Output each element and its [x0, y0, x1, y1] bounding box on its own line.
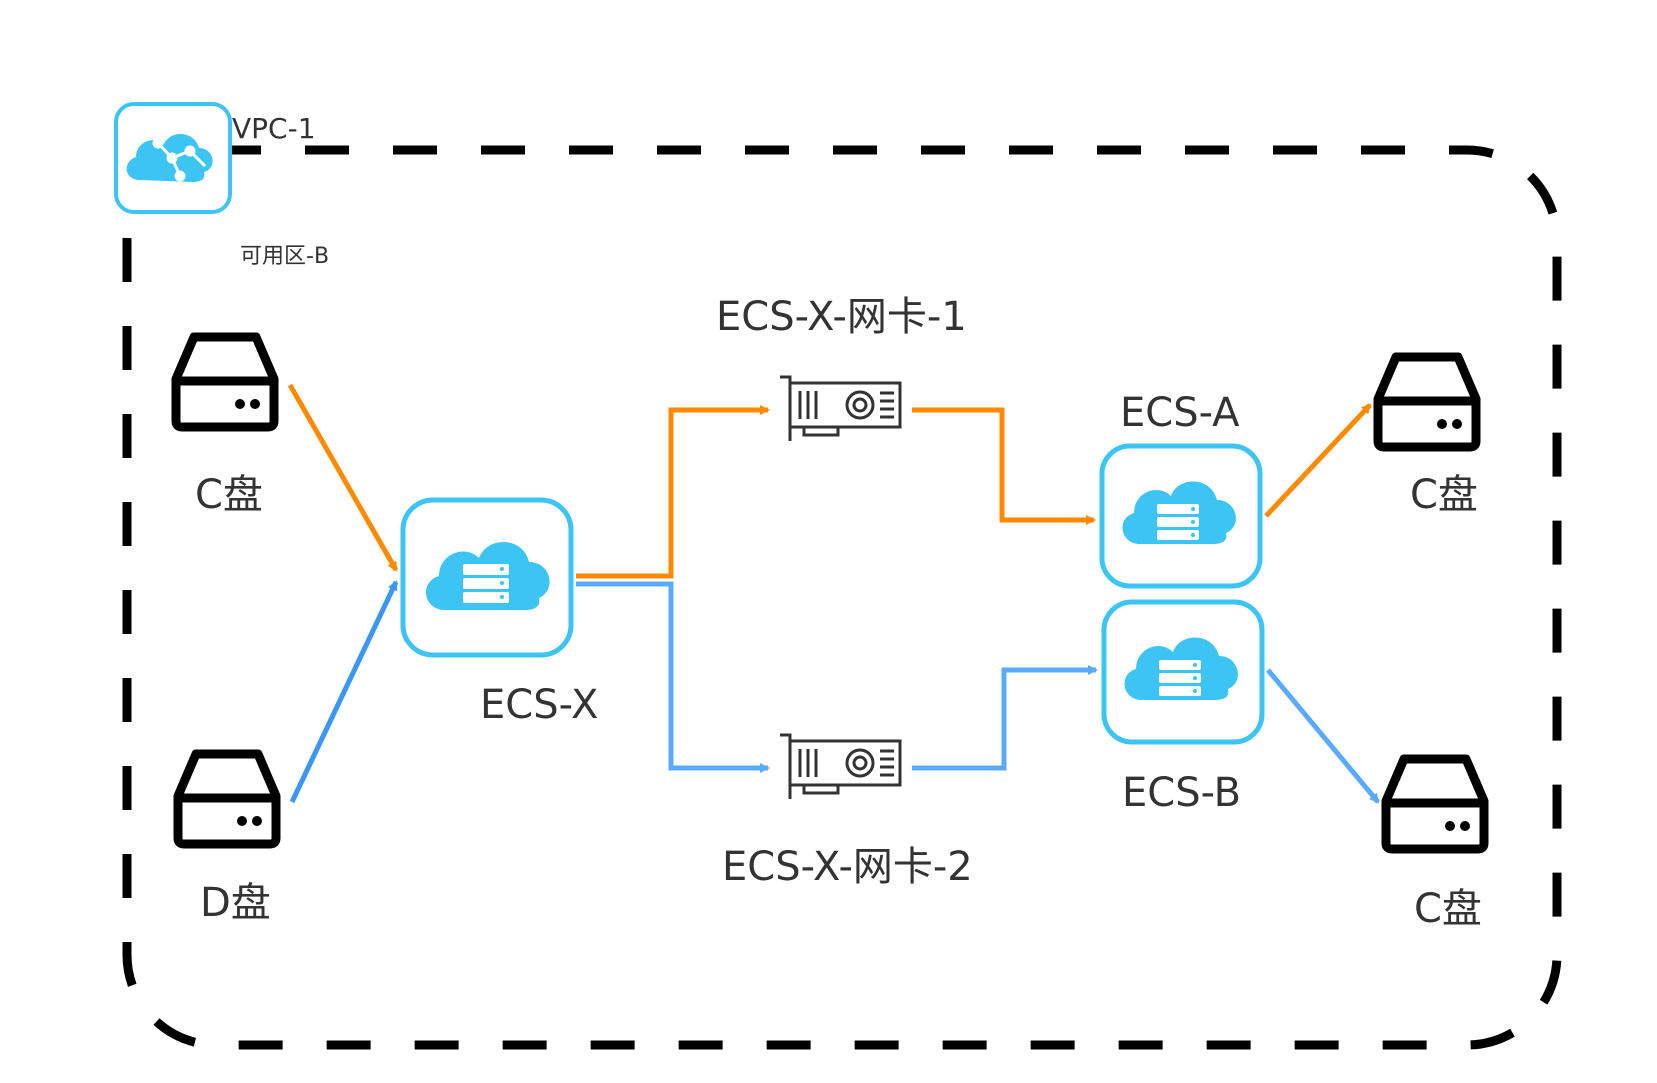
link-ecsa-to-cdisk: [1264, 403, 1372, 518]
ecs-cloud-server-icon: [400, 497, 574, 658]
link-ecsx-to-nic1: [576, 405, 770, 579]
hard-disk-icon: [171, 332, 279, 432]
link-nic1-to-ecsa: [912, 407, 1096, 525]
link-ecsx-to-nic2: [576, 581, 770, 773]
ecs-a-label: ECS-A: [1120, 390, 1240, 436]
network-card-icon: [780, 733, 902, 799]
ecs-b-label: ECS-B: [1122, 770, 1242, 816]
vpc-label: VPC-1: [232, 112, 316, 145]
vpc-cloud-icon: [114, 102, 232, 214]
hard-disk-icon: [1373, 352, 1481, 452]
link-ddisk-to-ecsx: [289, 580, 399, 804]
hard-disk-icon: [173, 749, 281, 849]
zone-label: 可用区-B: [240, 244, 330, 269]
disk-label-d-left: D盘: [200, 880, 271, 926]
ecs-x-label: ECS-X: [480, 682, 599, 728]
availability-zone-boundary: [122, 145, 1562, 1050]
link-ecsb-to-cdisk: [1266, 668, 1380, 804]
link-nic2-to-ecsb: [912, 665, 1098, 771]
link-cdisk-to-ecsx: [287, 383, 399, 572]
nic1-label: ECS-X-网卡-1: [716, 294, 967, 340]
disk-label-c-right-top: C盘: [1410, 472, 1478, 518]
network-card-icon: [780, 375, 902, 441]
disk-label-c-right-bottom: C盘: [1414, 886, 1482, 932]
ecs-cloud-server-icon: [1101, 599, 1265, 745]
disk-label-c-left: C盘: [195, 472, 263, 518]
hard-disk-icon: [1381, 754, 1489, 854]
ecs-cloud-server-icon: [1099, 443, 1263, 589]
nic2-label: ECS-X-网卡-2: [722, 844, 973, 890]
